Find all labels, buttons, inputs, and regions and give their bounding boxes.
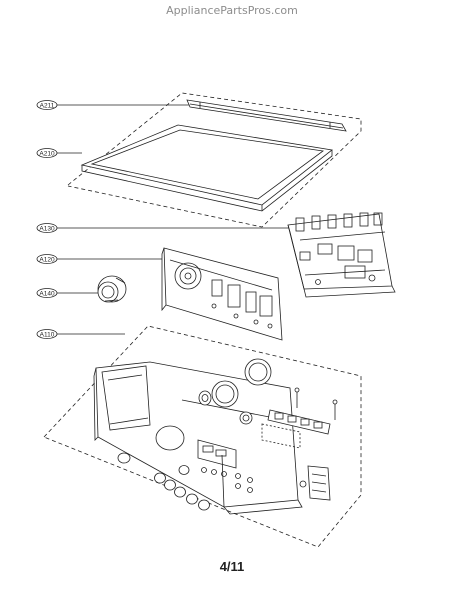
bottom-button-cluster[interactable] [299, 465, 331, 501]
page-number: 4/11 [219, 559, 245, 574]
lower-assembly-boundary [43, 325, 362, 548]
watermark: AppliancePartsPros.com [166, 4, 298, 17]
callout-a120-label: A120 [39, 256, 55, 263]
small-buttons[interactable] [117, 452, 210, 511]
callout-a211[interactable]: A211 [36, 100, 203, 110]
display-window [197, 439, 237, 469]
top-glass-cover[interactable] [80, 124, 333, 212]
callout-a210[interactable]: A210 [36, 148, 82, 158]
callout-a211-label: A211 [40, 102, 55, 109]
top-trim-strip[interactable] [186, 99, 347, 132]
knob-ring-parts[interactable] [198, 358, 272, 425]
detergent-drawer[interactable] [101, 365, 151, 431]
control-panel-housing[interactable] [93, 361, 303, 515]
knob-opening [155, 425, 185, 451]
upper-assembly-boundary [67, 92, 362, 228]
button-strip-parts[interactable] [261, 387, 338, 449]
control-knob[interactable] [97, 275, 127, 303]
callout-a120[interactable]: A120 [36, 254, 162, 264]
main-control-board[interactable] [287, 212, 396, 298]
callout-a110-label: A110 [40, 331, 55, 338]
callout-a210-label: A210 [39, 150, 55, 157]
callout-a130-label: A130 [39, 225, 55, 232]
callout-a140-label: A140 [39, 290, 55, 297]
callout-a140[interactable]: A140 [36, 288, 100, 298]
callout-a130[interactable]: A130 [36, 223, 300, 233]
callout-a110[interactable]: A110 [36, 329, 125, 339]
display-pcb[interactable] [161, 247, 283, 341]
